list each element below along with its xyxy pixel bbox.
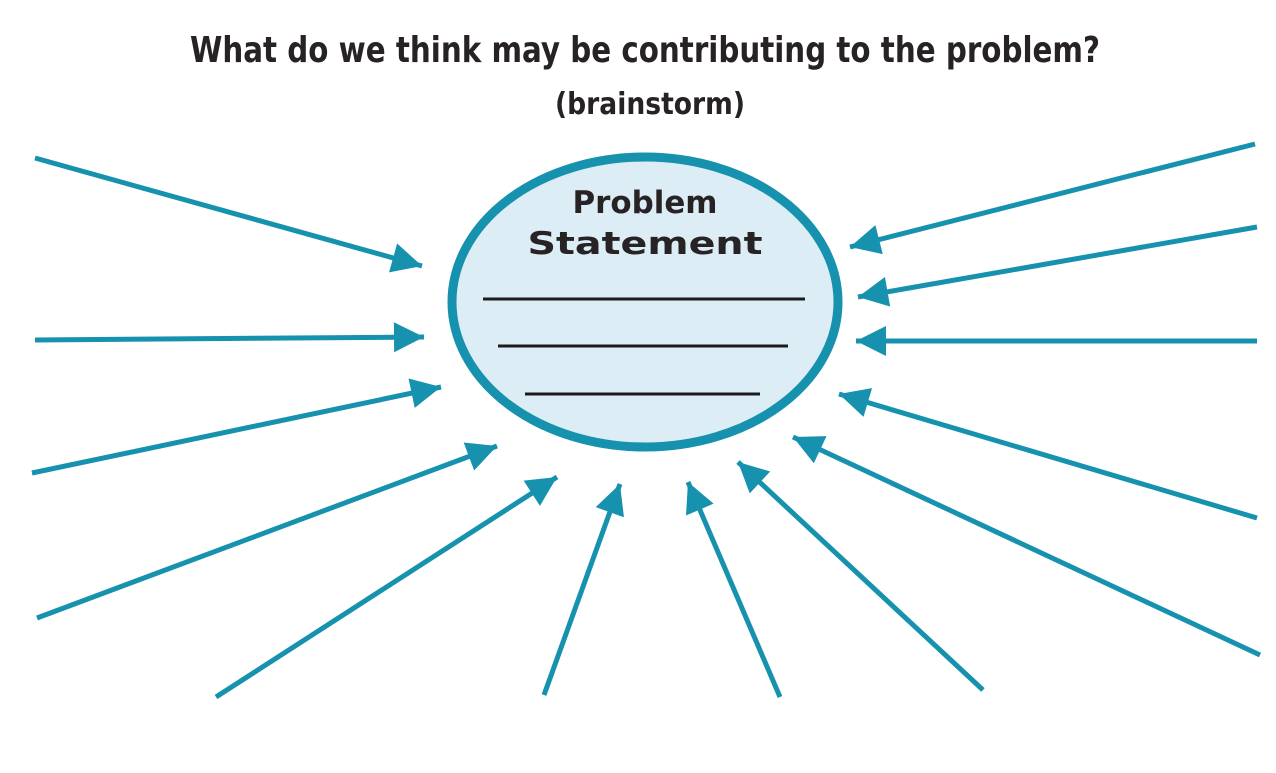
- problem-statement-label-line2: Statement: [528, 226, 763, 262]
- contributing-arrow-13: [849, 141, 1256, 255]
- contributing-arrow-2: [34, 322, 425, 353]
- contributing-arrow-12: [857, 224, 1258, 307]
- contributing-arrow-4: [36, 442, 498, 621]
- problem-statement-label-line1: Problem: [573, 185, 718, 221]
- contributing-arrow-9: [791, 434, 1262, 658]
- write-in-blanks: [483, 297, 805, 396]
- problem-statement-ellipse: [447, 152, 843, 452]
- contributing-arrow-6: [541, 483, 624, 696]
- contributing-arrow-8: [736, 460, 985, 692]
- worksheet-title: What do we think may be contributing to …: [190, 30, 1100, 71]
- contributing-arrow-7: [685, 481, 783, 698]
- contributing-arrow-3: [31, 378, 442, 476]
- contributing-arrow-5: [214, 474, 559, 700]
- worksheet-subtitle: (brainstorm): [555, 87, 745, 122]
- contributing-arrow-1: [34, 155, 423, 273]
- contributing-arrow-10: [838, 388, 1258, 521]
- contributing-arrows: [31, 141, 1262, 700]
